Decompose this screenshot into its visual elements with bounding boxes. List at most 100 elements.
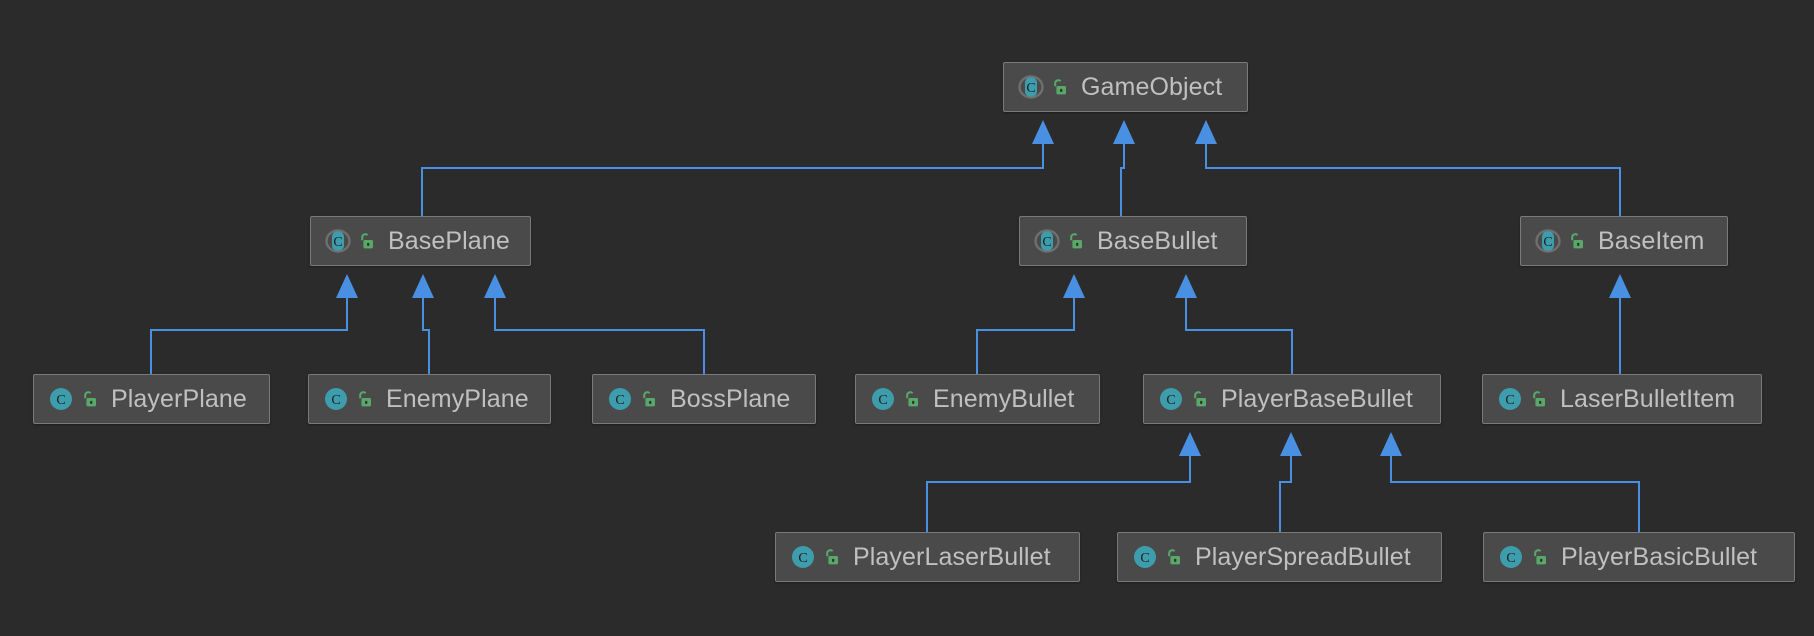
svg-text:C: C (1505, 393, 1514, 408)
class-icon: C (48, 386, 74, 412)
unlocked-padlock-icon (816, 548, 840, 566)
inheritance-arrowhead (484, 274, 506, 298)
svg-text:C: C (1026, 81, 1035, 96)
inheritance-arrowhead (1380, 432, 1402, 456)
class-node-basebullet[interactable]: C BaseBullet (1019, 216, 1247, 266)
inheritance-edge (422, 298, 430, 374)
inheritance-edge (976, 298, 1075, 374)
class-icon: C (323, 386, 349, 412)
unlocked-padlock-icon (349, 390, 373, 408)
svg-text:C: C (1140, 551, 1149, 566)
inheritance-arrowhead (1032, 120, 1054, 144)
class-name-label: BaseBullet (1097, 226, 1218, 255)
inheritance-edge (494, 298, 705, 374)
svg-text:C: C (333, 235, 342, 250)
class-node-baseitem[interactable]: C BaseItem (1520, 216, 1728, 266)
class-icon: C (870, 386, 896, 412)
inheritance-arrowhead (1280, 432, 1302, 456)
class-icon: C (1158, 386, 1184, 412)
inheritance-arrowhead (1113, 120, 1135, 144)
svg-text:C: C (1543, 235, 1552, 250)
svg-text:C: C (798, 551, 807, 566)
class-icon: C (1132, 544, 1158, 570)
class-node-bossplane[interactable]: C BossPlane (592, 374, 816, 424)
inheritance-edge (1205, 144, 1621, 216)
svg-text:C: C (331, 393, 340, 408)
class-abstract-icon: C (1034, 228, 1060, 254)
node-icon-group: C (48, 386, 98, 412)
inheritance-edge (150, 298, 348, 374)
unlocked-padlock-icon (351, 232, 375, 250)
inheritance-arrowhead (1063, 274, 1085, 298)
svg-text:C: C (878, 393, 887, 408)
inheritance-edge (421, 144, 1044, 216)
inheritance-edge (1279, 456, 1292, 532)
class-name-label: PlayerLaserBullet (853, 542, 1051, 571)
class-node-laserbulletitem[interactable]: C LaserBulletItem (1482, 374, 1762, 424)
node-icon-group: C (790, 544, 840, 570)
class-icon: C (790, 544, 816, 570)
class-name-label: PlayerBaseBullet (1221, 384, 1413, 413)
node-icon-group: C (1535, 228, 1585, 254)
inheritance-arrowhead (412, 274, 434, 298)
class-abstract-icon: C (325, 228, 351, 254)
class-node-playerlaserbullet[interactable]: C PlayerLaserBullet (775, 532, 1080, 582)
unlocked-padlock-icon (1524, 548, 1548, 566)
class-node-enemybullet[interactable]: C EnemyBullet (855, 374, 1100, 424)
class-name-label: BasePlane (388, 226, 510, 255)
class-abstract-icon: C (1018, 74, 1044, 100)
node-icon-group: C (870, 386, 920, 412)
class-node-enemyplane[interactable]: C EnemyPlane (308, 374, 551, 424)
node-icon-group: C (1158, 386, 1208, 412)
inheritance-arrowhead (1179, 432, 1201, 456)
class-node-playerspreadbullet[interactable]: C PlayerSpreadBullet (1117, 532, 1442, 582)
inheritance-edge (1120, 144, 1125, 216)
class-abstract-icon: C (1535, 228, 1561, 254)
class-name-label: BaseItem (1598, 226, 1705, 255)
unlocked-padlock-icon (1523, 390, 1547, 408)
class-node-playerbasicbullet[interactable]: C PlayerBasicBullet (1483, 532, 1795, 582)
node-icon-group: C (1498, 544, 1548, 570)
unlocked-padlock-icon (633, 390, 657, 408)
class-name-label: BossPlane (670, 384, 791, 413)
node-icon-group: C (1034, 228, 1084, 254)
class-node-gameobject[interactable]: C GameObject (1003, 62, 1248, 112)
svg-text:C: C (615, 393, 624, 408)
inheritance-edge (1390, 456, 1640, 532)
class-name-label: PlayerSpreadBullet (1195, 542, 1411, 571)
class-name-label: GameObject (1081, 72, 1223, 101)
node-icon-group: C (323, 386, 373, 412)
class-name-label: EnemyBullet (933, 384, 1075, 413)
class-node-baseplane[interactable]: C BasePlane (310, 216, 531, 266)
svg-text:C: C (1042, 235, 1051, 250)
node-icon-group: C (607, 386, 657, 412)
class-name-label: PlayerBasicBullet (1561, 542, 1758, 571)
svg-text:C: C (1506, 551, 1515, 566)
node-icon-group: C (325, 228, 375, 254)
class-name-label: LaserBulletItem (1560, 384, 1736, 413)
node-icon-group: C (1132, 544, 1182, 570)
unlocked-padlock-icon (1044, 78, 1068, 96)
unlocked-padlock-icon (1060, 232, 1084, 250)
class-name-label: PlayerPlane (111, 384, 247, 413)
class-node-playerbasebullet[interactable]: C PlayerBaseBullet (1143, 374, 1441, 424)
unlocked-padlock-icon (1184, 390, 1208, 408)
inheritance-arrowhead (1609, 274, 1631, 298)
node-icon-group: C (1497, 386, 1547, 412)
node-icon-group: C (1018, 74, 1068, 100)
class-icon: C (1498, 544, 1524, 570)
unlocked-padlock-icon (74, 390, 98, 408)
unlocked-padlock-icon (1561, 232, 1585, 250)
inheritance-arrowhead (1175, 274, 1197, 298)
class-icon: C (1497, 386, 1523, 412)
inheritance-edge (1185, 298, 1293, 374)
unlocked-padlock-icon (1158, 548, 1182, 566)
class-name-label: EnemyPlane (386, 384, 529, 413)
inheritance-arrowhead (336, 274, 358, 298)
inheritance-arrowhead (1195, 120, 1217, 144)
svg-text:C: C (56, 393, 65, 408)
class-icon: C (607, 386, 633, 412)
class-node-playerplane[interactable]: C PlayerPlane (33, 374, 270, 424)
